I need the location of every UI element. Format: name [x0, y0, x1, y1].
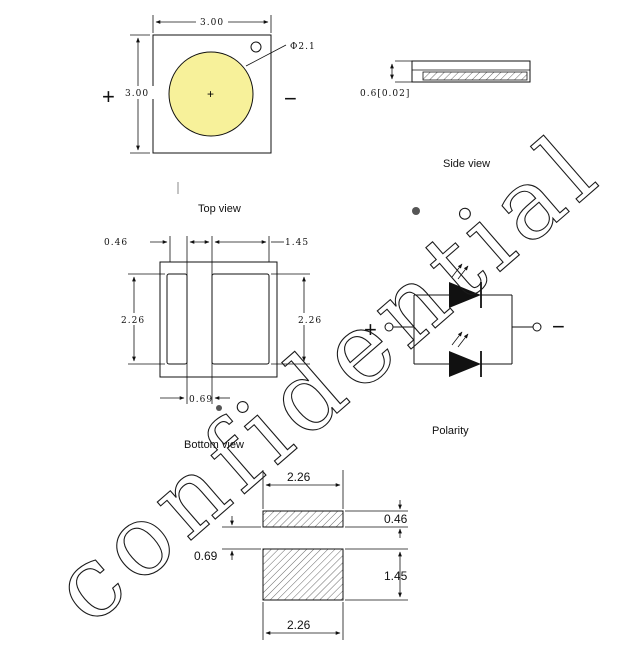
pad-top-height-dim: 0.46: [384, 512, 408, 526]
bottom-gap-dim: 0.69: [189, 395, 213, 405]
top-minus-sign: −: [284, 86, 297, 111]
bottom-right-pad: [211, 273, 270, 365]
top-view-lens: [168, 51, 254, 137]
pad-bottom-width-dim: 2.26: [287, 618, 311, 632]
cathode-terminal: [532, 322, 542, 332]
bottom-right-dim: 1.45: [285, 238, 309, 248]
pin1-marker: [250, 41, 262, 53]
led-diode-lower: [449, 331, 482, 377]
side-view: 0.6[0.02] Side view: [360, 60, 531, 170]
pad-top: [262, 510, 344, 528]
pad-layout: 2.26 0.46 0.69 1.45 2.26: [194, 470, 408, 640]
pad-bottom: [262, 548, 344, 601]
side-height-dim: 0.6[0.02]: [360, 89, 410, 99]
bottom-view-caption: Bottom view: [184, 439, 244, 451]
top-height-dim: 3.00: [125, 89, 149, 99]
polarity-minus: −: [552, 314, 565, 339]
pad-gap-dim: 0.69: [194, 549, 218, 563]
bottom-left-dim: 0.46: [104, 238, 128, 248]
pad-top-width-dim: 2.26: [287, 470, 311, 484]
led-diode-upper: [449, 263, 482, 308]
side-view-substrate: [422, 71, 528, 81]
top-width-dim: 3.00: [200, 18, 224, 28]
top-view: + 3.00 3.00 Φ2.1 + − Top view: [102, 15, 316, 215]
polarity-caption: Polarity: [432, 425, 469, 437]
lens-center-mark: +: [207, 87, 214, 101]
lens-dim: Φ2.1: [290, 42, 316, 52]
bottom-right-height-dim: 2.26: [298, 316, 322, 326]
polarity-plus: +: [364, 317, 377, 342]
pad-bottom-height-dim: 1.45: [384, 569, 408, 583]
polarity-diagram: + − Polarity: [364, 207, 565, 437]
bottom-view: 0.46 1.45 2.26 2.26 0.69 Bottom view: [104, 236, 327, 451]
bottom-view-body: [159, 261, 278, 378]
lens-leader: [245, 44, 287, 67]
top-view-caption: Top view: [198, 203, 241, 215]
bottom-left-height-dim: 2.26: [121, 316, 145, 326]
side-view-body: [411, 60, 531, 83]
top-plus-sign: +: [102, 84, 115, 109]
side-view-caption: Side view: [443, 158, 490, 170]
bottom-left-pad: [166, 273, 188, 365]
